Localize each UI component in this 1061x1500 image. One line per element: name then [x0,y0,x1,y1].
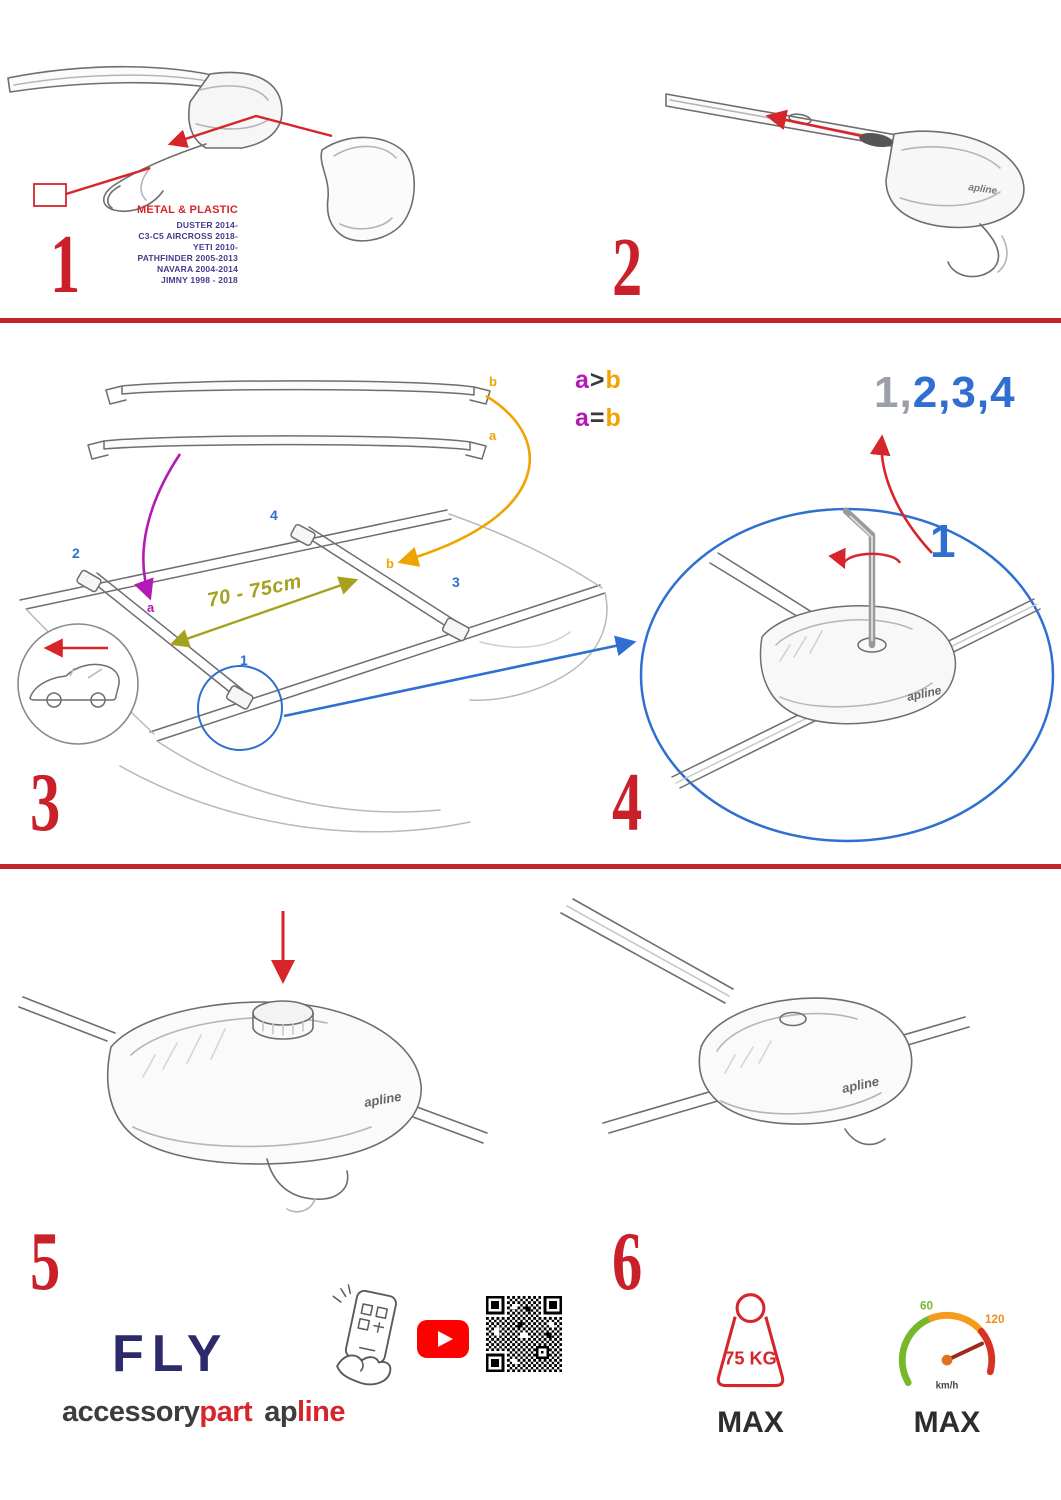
model-item: DUSTER 2014- [176,220,238,230]
speed-max-label: MAX [913,1406,981,1439]
bar-b-position-arrow [397,394,532,567]
step6-number: 6 [612,1215,643,1308]
rule-a-eq-b: a=b [575,404,622,433]
model-item: NAVARA 2004-2014 [157,264,238,274]
step2-illustration: apline [665,93,1025,278]
sequence-start: 1, [874,368,913,417]
phone-scan-icon [332,1284,397,1386]
step6-illustration: apline [560,898,970,1146]
qr-code [486,1296,562,1372]
foot-brand-text: apline [363,1089,403,1110]
model-item: YETI 2010- [193,242,238,252]
weight-max-label: MAX [717,1406,784,1439]
leader-line [65,166,151,196]
roof-pos-4: 4 [270,507,278,523]
speed-low-label: 60 [920,1299,933,1312]
wordmark-dark: accessory [62,1396,200,1428]
bar-label-a: a [489,428,497,443]
weight-value: 75 KG [724,1349,776,1369]
step4-number: 4 [612,756,643,849]
step1-illustration [7,65,416,242]
distance-arrow [169,576,359,648]
step3-illustration [17,380,637,833]
car-direction-inset [17,623,139,745]
rack-foot-side-view [7,65,283,212]
finished-foot-on-rail [560,898,970,1146]
model-item: C3-C5 AIRCROSS 2018- [138,231,238,241]
first-foot-label: 1 [930,515,956,567]
foot-tightening-detail [671,552,1041,789]
max-weight-icon: 75 KG [716,1293,785,1388]
weight-handle [735,1293,766,1324]
model-item: PATHFINDER 2005-2013 [137,253,238,263]
roof-label-b: b [386,556,394,571]
roof-pos-2: 2 [72,545,80,561]
bar-a-position-arrow [134,453,182,601]
foot1-highlight-circle [197,665,283,751]
rule-b: b [605,404,622,432]
gauge-red-arc [977,1327,996,1376]
foot-with-cap [18,996,488,1213]
brand-dark: ap [264,1396,298,1428]
step1-arrows [33,114,333,207]
max-speed-icon: 60 120 km/h [898,1299,1005,1391]
step2-number: 2 [612,221,643,314]
step1-model-list: DUSTER 2014- C3-C5 AIRCROSS 2018- YETI 2… [88,220,238,286]
bar-label-b: b [489,374,497,389]
section-divider-top [0,318,1061,323]
roof-pos-1: 1 [240,652,248,668]
gauge-green-arc [898,1314,936,1386]
crossbars-and-roof [19,380,608,833]
roof-label-a: a [147,600,155,615]
step4-illustration: apline [639,434,1055,843]
roof-pos-3: 3 [452,574,460,590]
speed-unit-label: km/h [936,1380,959,1391]
step1-specs: METAL & PLASTIC DUSTER 2014- C3-C5 AIRCR… [88,204,238,286]
speed-high-label: 120 [985,1313,1005,1326]
repeat-sequence-arrow [869,434,933,554]
cover-to-foot-arrow [167,114,333,148]
detail-callout-arrow [283,635,637,718]
step1-number: 1 [50,218,81,311]
rule-op: > [589,366,606,394]
youtube-icon [417,1320,469,1358]
rule-op: = [589,404,606,432]
step3-number: 3 [30,756,61,849]
brand-red: line [297,1396,346,1428]
step1-material-label: METAL & PLASTIC [137,204,238,216]
insert-direction-arrow [765,109,863,138]
section-divider-bottom [0,864,1061,869]
product-logo: FLY [112,1325,230,1383]
gauge-orange-arc [928,1311,985,1335]
sequence-rest: 2,3,4 [912,368,1016,417]
leader-bracket [33,183,67,207]
foot-brand-text: apline [968,182,999,197]
rotate-key-arrow [828,547,902,570]
rule-a-gt-b: a>b [575,366,622,395]
weight-body [716,1316,785,1388]
bar-into-foot-top-view [665,93,1025,278]
step5-number: 5 [30,1215,61,1308]
rule-b: b [605,366,622,394]
rule-a: a [575,366,590,394]
step5-illustration: apline [18,911,488,1213]
allen-key-highlight [849,515,873,641]
wordmark-red: part [199,1396,253,1428]
tightening-sequence-label: 1,2,3,4 [874,368,1016,418]
model-item: JIMNY 1998 - 2018 [161,275,238,285]
gauge-hub [941,1354,953,1366]
plastic-cover-piece [320,136,416,242]
gauge-needle [945,1341,985,1363]
rule-a: a [575,404,590,432]
bar-slot-hole [859,132,893,148]
cover-cap [252,1000,314,1026]
